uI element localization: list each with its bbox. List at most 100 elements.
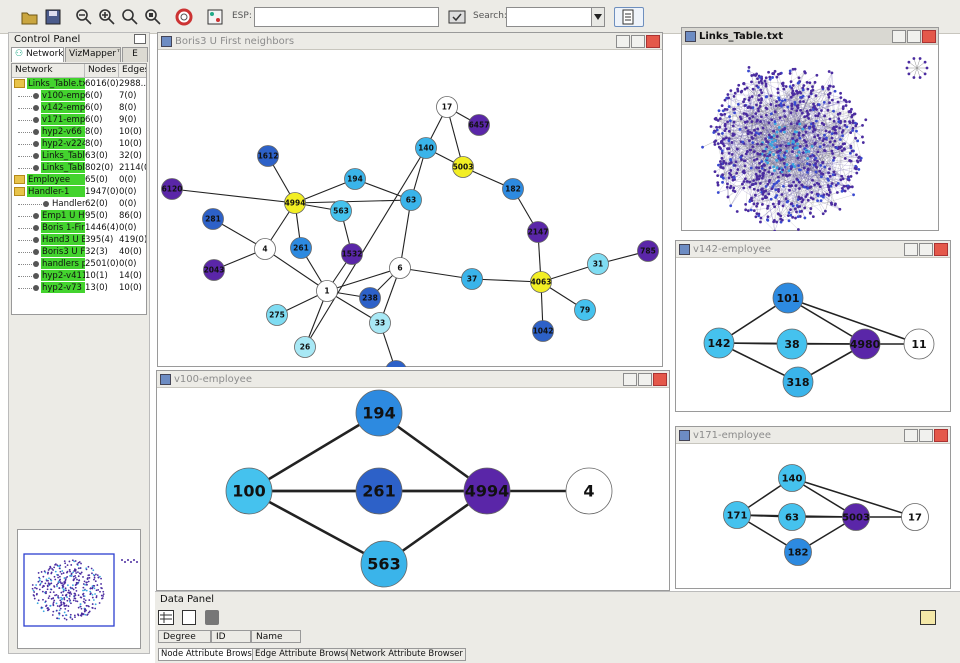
graph-node-100[interactable]: 100 — [225, 467, 273, 515]
graph-node-6[interactable]: 6 — [389, 257, 411, 279]
graph-node-37[interactable]: 37 — [461, 268, 483, 290]
minimize-button[interactable] — [616, 35, 630, 48]
tree-row[interactable]: v142-employee6(0)8(0) — [12, 102, 146, 114]
graph-node-63[interactable]: 63 — [778, 503, 806, 531]
graph-node-31[interactable]: 31 — [587, 253, 609, 275]
close-button[interactable] — [922, 30, 936, 43]
graph-node-194[interactable]: 194 — [344, 168, 366, 190]
graph-edge[interactable] — [171, 188, 296, 204]
graph-node-2147[interactable]: 2147 — [527, 221, 549, 243]
window-titlebar[interactable]: Links_Table.txt — [682, 28, 938, 45]
column-header-degree[interactable]: Degree — [158, 630, 211, 643]
zoom-fit-icon[interactable] — [120, 7, 140, 27]
tree-row[interactable]: Boris3 U First32(3)40(0) — [12, 246, 146, 258]
tree-row[interactable]: v171-employee6(0)9(0) — [12, 114, 146, 126]
graph-edge[interactable] — [248, 489, 385, 566]
open-folder-icon[interactable] — [20, 7, 40, 27]
layout-icon[interactable] — [205, 7, 225, 27]
tree-row[interactable]: Hand3 U Bo395(4)419(0) — [12, 234, 146, 246]
tree-row[interactable]: Links_Table802(0)2114(0) — [12, 162, 146, 174]
graph-node-261[interactable]: 261 — [355, 467, 403, 515]
graph-node-17[interactable]: 17 — [901, 503, 929, 531]
window-titlebar[interactable]: v142-employee — [676, 241, 950, 258]
graph-node-1[interactable]: 1 — [316, 280, 338, 302]
maximize-button[interactable] — [907, 30, 921, 43]
column-header-name[interactable]: Name — [251, 630, 301, 643]
graph-edge[interactable] — [471, 278, 542, 283]
graph-node-785[interactable]: 785 — [637, 240, 659, 262]
window-titlebar[interactable]: v171-employee — [676, 427, 950, 444]
tree-row[interactable]: handlers pc2501(0)0(0) — [12, 258, 146, 270]
graph-edge[interactable] — [399, 199, 412, 269]
graph-node-182[interactable]: 182 — [502, 178, 524, 200]
graph-node-4[interactable]: 4 — [254, 238, 276, 260]
minimize-button[interactable] — [904, 429, 918, 442]
graph-node-5003[interactable]: 5003 — [452, 156, 474, 178]
graph-edge[interactable] — [264, 248, 328, 292]
minimize-button[interactable] — [623, 373, 637, 386]
graph-node-6457[interactable]: 6457 — [468, 114, 490, 136]
close-button[interactable] — [653, 373, 667, 386]
graph-edge[interactable] — [787, 297, 920, 345]
graph-node-281[interactable]: 281 — [202, 208, 224, 230]
tab-network-attribute-browser[interactable]: Network Attribute Browser — [347, 648, 466, 661]
maximize-button[interactable] — [919, 429, 933, 442]
boris-graph-canvas[interactable]: 1764571405003161219449945636318261202812… — [158, 51, 662, 367]
column-header-edges[interactable]: Edges — [119, 64, 146, 78]
graph-edge[interactable] — [326, 267, 401, 292]
graph-node-142[interactable]: 142 — [703, 327, 735, 359]
graph-node-33[interactable]: 33 — [369, 312, 391, 334]
close-button[interactable] — [934, 243, 948, 256]
maximize-button[interactable] — [638, 373, 652, 386]
tab-edge-attribute-browser[interactable]: Edge Attribute Browser — [252, 648, 357, 661]
graph-node-1042[interactable]: 1042 — [532, 320, 554, 342]
graph-node-4980[interactable]: 4980 — [849, 328, 881, 360]
search-dropdown-button[interactable] — [591, 7, 605, 27]
graph-node-11[interactable]: 11 — [903, 328, 935, 360]
graph-node-1532[interactable]: 1532 — [341, 243, 363, 265]
graph-node-4[interactable]: 4 — [565, 467, 613, 515]
column-header-network[interactable]: Network — [12, 64, 85, 78]
window-titlebar[interactable]: v100-employee — [157, 371, 669, 388]
minimize-button[interactable] — [892, 30, 906, 43]
maximize-button[interactable] — [919, 243, 933, 256]
save-icon[interactable] — [43, 7, 63, 27]
tab-node-attribute-browser[interactable]: Node Attribute Browser — [158, 648, 264, 661]
graph-node-2043[interactable]: 2043 — [203, 259, 225, 281]
graph-node-140[interactable]: 140 — [778, 464, 806, 492]
graph-node-182[interactable]: 182 — [784, 538, 812, 566]
graph-node-194[interactable]: 194 — [355, 389, 403, 437]
graph-node-5003[interactable]: 5003 — [842, 503, 870, 531]
delete-attribute-icon[interactable] — [205, 610, 219, 625]
tree-row[interactable]: Boris 1-First1446(4)0(0) — [12, 222, 146, 234]
esp-action-icon[interactable] — [447, 7, 467, 27]
graph-edge[interactable] — [304, 147, 427, 348]
graph-node-4994[interactable]: 4994 — [284, 192, 306, 214]
graph-node-238[interactable]: 238 — [359, 287, 381, 309]
network-overview-panel[interactable] — [17, 529, 141, 649]
help-lifebuoy-icon[interactable] — [174, 7, 194, 27]
esp-input[interactable] — [254, 7, 439, 27]
graph-node-4063[interactable]: 4063 — [530, 271, 552, 293]
minimize-button[interactable] — [904, 243, 918, 256]
detach-panel-icon[interactable] — [134, 34, 146, 44]
close-button[interactable] — [646, 35, 660, 48]
tab-vizmapper[interactable]: VizMapper™ — [65, 47, 121, 62]
tree-row[interactable]: Links_Table63(0)32(0) — [12, 150, 146, 162]
tree-row[interactable]: v100-employee6(0)7(0) — [12, 90, 146, 102]
column-header-id[interactable]: ID — [211, 630, 251, 643]
graph-edge[interactable] — [294, 199, 412, 204]
graph-node-563[interactable]: 563 — [330, 200, 352, 222]
links-table-window[interactable]: Links_Table.txt — [681, 27, 939, 231]
maximize-button[interactable] — [631, 35, 645, 48]
